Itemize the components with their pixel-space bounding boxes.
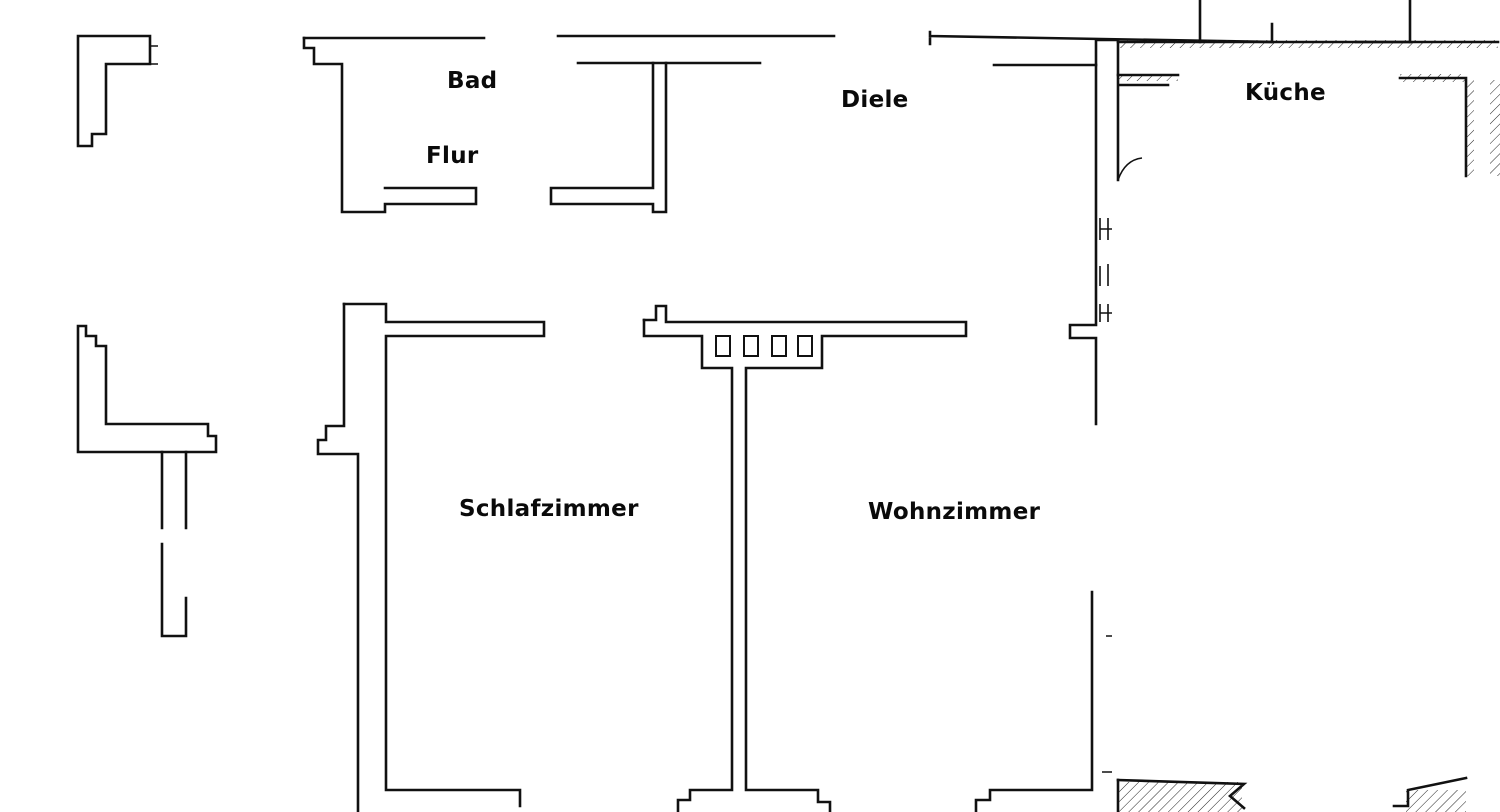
- room-label-kueche: Küche: [1245, 80, 1326, 106]
- wall-partition-chimney: [642, 304, 968, 812]
- wall-left-bottom: [76, 324, 218, 638]
- room-label-bad: Bad: [447, 68, 498, 94]
- room-label-diele: Diele: [841, 87, 909, 113]
- wall-bad-flur: [302, 36, 486, 214]
- wall-kueche: [1116, 0, 1500, 178]
- room-label-schlafzimmer: Schlafzimmer: [459, 496, 639, 522]
- wall-left-top: [76, 34, 158, 148]
- room-label-wohnzimmer: Wohnzimmer: [868, 499, 1041, 525]
- room-label-flur: Flur: [426, 143, 479, 169]
- wall-diele: [928, 0, 1274, 426]
- wall-wohnzimmer: [974, 590, 1112, 812]
- wall-middle-top: [549, 34, 836, 214]
- wall-schlafzimmer: [316, 302, 546, 812]
- wall-bottom-right: [1116, 776, 1468, 812]
